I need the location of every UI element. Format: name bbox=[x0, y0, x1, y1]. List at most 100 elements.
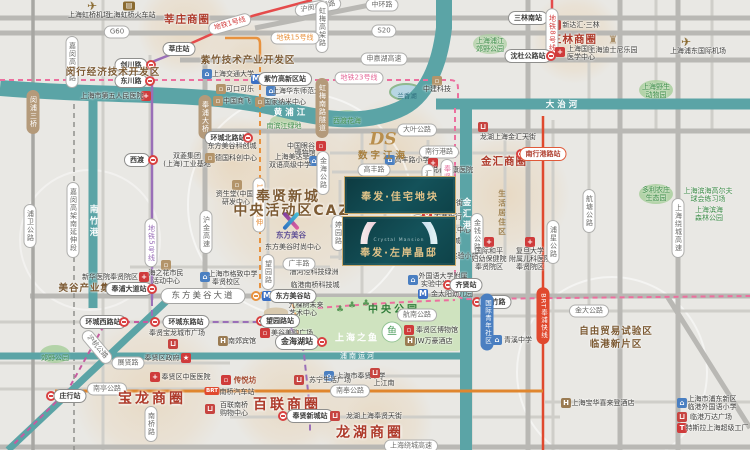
station-label: 奉浦大道站 bbox=[105, 282, 153, 296]
business-district-label: 龙湖商圈 bbox=[336, 425, 404, 441]
road-label: 嘉闵高架南延伸段 bbox=[66, 182, 80, 258]
station-label: 西渡 bbox=[124, 153, 150, 167]
district-label: 自由贸易试验区 bbox=[579, 326, 653, 337]
road-label: 东方美谷大道 bbox=[160, 288, 246, 304]
poi-label: 上海宝华喜来登酒店 bbox=[571, 399, 635, 407]
road-label: 浦卫公路 bbox=[23, 204, 37, 248]
poi-label: 双语高级中学 bbox=[269, 161, 311, 169]
tree-icon: ♣ bbox=[335, 305, 345, 315]
metro-icon: M bbox=[251, 74, 261, 84]
hotel-icon: H bbox=[218, 336, 228, 346]
company-icon: ▫ bbox=[232, 180, 242, 190]
hospital-icon: + bbox=[428, 158, 438, 168]
poi-label: 特斯拉上海超级工厂 bbox=[685, 424, 749, 432]
road-label: 高丰路 bbox=[357, 163, 391, 177]
road-label: 南桥路 bbox=[144, 406, 158, 442]
shopping-icon: ⊔ bbox=[294, 375, 304, 385]
road-label: 南亭公路 bbox=[87, 382, 127, 396]
poi-label: 博物馆 bbox=[294, 149, 316, 157]
road-label: 地铁23号线 bbox=[334, 71, 384, 85]
poi-label: 奉贤校区 bbox=[212, 278, 240, 286]
station-label: 东方美谷站 bbox=[269, 289, 317, 303]
business-district-label: 三林商圈 bbox=[551, 33, 597, 46]
metro-line-15 bbox=[225, 36, 262, 58]
poi-label: 奉贤院区 bbox=[516, 263, 544, 271]
road-label: 金钱公路 bbox=[470, 213, 484, 257]
school-icon: ⌂ bbox=[408, 275, 418, 285]
station-label: 金海湖站 bbox=[275, 334, 319, 350]
tesla-factory-icon: T bbox=[677, 423, 687, 433]
metro-icon: M bbox=[418, 289, 428, 299]
poi-label: 国际和平 bbox=[475, 247, 503, 255]
station-label: 齐贤站 bbox=[449, 278, 483, 292]
school-icon: ⌂ bbox=[200, 272, 210, 282]
park-label: 郊野公园 bbox=[476, 45, 504, 53]
hospital-icon: + bbox=[150, 372, 160, 382]
poi-label: 上海虹桥火车站 bbox=[106, 11, 156, 19]
station-stop-icon bbox=[150, 317, 160, 327]
bridge-label: 闵浦三桥 bbox=[26, 90, 40, 134]
poi-label: 附属儿科医院 bbox=[509, 255, 551, 263]
poi-label: 龙湖上海金汇天街 bbox=[480, 133, 536, 141]
poi-label: 东方美谷科创城 bbox=[207, 142, 257, 150]
road-label: 金大公路 bbox=[569, 304, 609, 318]
road-label: 沪金高速 bbox=[199, 210, 213, 254]
park-label: 上海滨海高尔夫 bbox=[683, 187, 733, 195]
poi-label: (上海)工业基地 bbox=[163, 160, 211, 168]
poi-label: 中国眼谷 bbox=[287, 142, 315, 150]
road-label: 嘉闵高架路 bbox=[65, 36, 79, 88]
park-label: 球会练习场 bbox=[690, 195, 726, 203]
road-label: 申嘉湖高速 bbox=[360, 52, 408, 66]
lake-label: 上海之鱼 bbox=[334, 333, 380, 344]
hongqiao-airport-plane-icon: ✈ bbox=[86, 0, 98, 13]
river-label: 浦南运河 bbox=[340, 352, 376, 360]
poi-label: 新达汇·三林 bbox=[562, 21, 600, 29]
station-label: 三林南站 bbox=[508, 11, 548, 25]
road-label: 地铁15号线 bbox=[270, 31, 320, 45]
poi-label: 双菱集团 bbox=[173, 152, 201, 160]
poi-label: 医学中心 bbox=[567, 53, 595, 61]
community-label: 国际青年社区 bbox=[480, 293, 494, 351]
station-stop-icon bbox=[145, 76, 155, 86]
poi-label: 实验中学 bbox=[421, 280, 449, 288]
school-icon: ⌂ bbox=[677, 398, 687, 408]
poi-label: 青溪中学 bbox=[504, 336, 532, 344]
road-label: 望园路 bbox=[261, 254, 275, 290]
hospital-icon: + bbox=[525, 237, 535, 247]
school-icon: ⌂ bbox=[324, 371, 334, 381]
river-label: 金汇港 bbox=[461, 197, 471, 233]
road-label: 南奉公路 bbox=[330, 384, 370, 398]
poi-label: 苏宁生活广场 bbox=[309, 376, 351, 384]
poi-label: 新华医院奉贤院区 bbox=[82, 273, 138, 281]
shopping-icon: ⊔ bbox=[677, 412, 687, 422]
poi-label: 上海市格致中学 bbox=[208, 270, 258, 278]
brt-line-label: BRT奉浦快线 bbox=[536, 287, 550, 345]
shanghai-fish-logo: 鱼 bbox=[381, 321, 403, 343]
station-label: 望园路站 bbox=[260, 314, 300, 328]
district-label: 紫竹技术产业开发区 bbox=[200, 55, 296, 66]
poi-label: 临港南桥科技城 bbox=[290, 281, 340, 289]
poi-label: 金太阳幼儿园 bbox=[431, 290, 473, 298]
museum-icon: ▫ bbox=[404, 325, 414, 335]
bridge-label: 虹梅南路隧道 bbox=[315, 78, 329, 138]
hotel-icon: H bbox=[405, 336, 415, 346]
poi-label: 奉贤区政府 bbox=[144, 354, 180, 362]
poi-label: 传悦坊 bbox=[233, 375, 257, 385]
river-label: 南竹港 bbox=[88, 204, 98, 240]
river-label: 大治河 bbox=[545, 100, 581, 110]
dongfang-meigu-label: 东方美谷 bbox=[276, 230, 306, 240]
poi-label: 九棵树未来 bbox=[288, 301, 324, 309]
school-icon: ⌂ bbox=[385, 155, 395, 165]
poi-label: 上海华东师范大学 bbox=[272, 87, 328, 95]
station-label: 环城西路站 bbox=[79, 315, 127, 329]
poi-label: 南郊宾馆 bbox=[228, 337, 256, 345]
poi-label: 可口可乐 bbox=[226, 85, 254, 93]
road-label: G60 bbox=[103, 25, 131, 39]
station-stop-icon bbox=[251, 291, 261, 301]
station-label: 环城东路站 bbox=[162, 315, 210, 329]
poi-label: 上海市第五人民医院 bbox=[80, 92, 144, 100]
station-label: 莘庄站 bbox=[162, 42, 196, 56]
project-banner: Crystal Mansion 奉发·左岸晶邸 bbox=[342, 216, 456, 266]
company-icon: ▫ bbox=[213, 96, 223, 106]
park-label: 上海滨海 bbox=[695, 206, 723, 214]
